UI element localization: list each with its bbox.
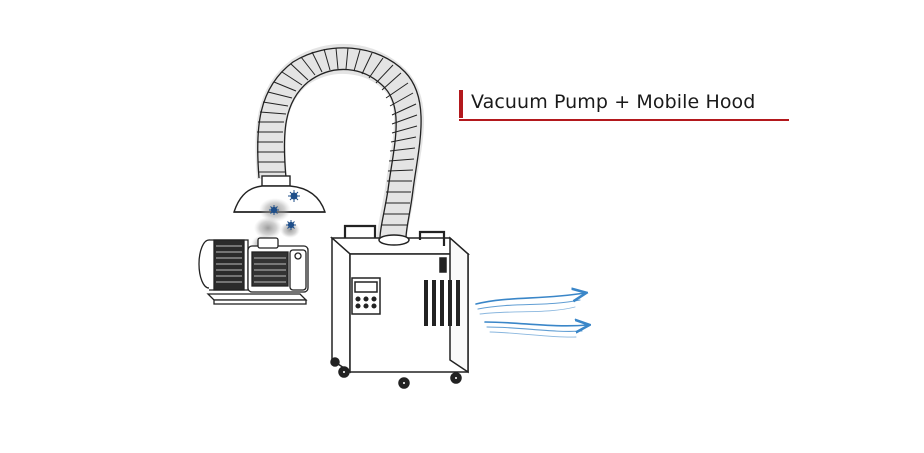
- vacuum-pump-icon: [198, 237, 309, 305]
- title-underline: [459, 119, 789, 121]
- fume-extractor-icon: [330, 224, 470, 389]
- title-accent-bar: [459, 90, 463, 118]
- particle-icon: [269, 190, 300, 230]
- diagram-title: Vacuum Pump + Mobile Hood: [471, 91, 756, 113]
- airflow-arrow-icon: [475, 293, 588, 338]
- title-block: Vacuum Pump + Mobile Hood: [459, 88, 789, 122]
- flexible-duct-icon: [255, 43, 425, 239]
